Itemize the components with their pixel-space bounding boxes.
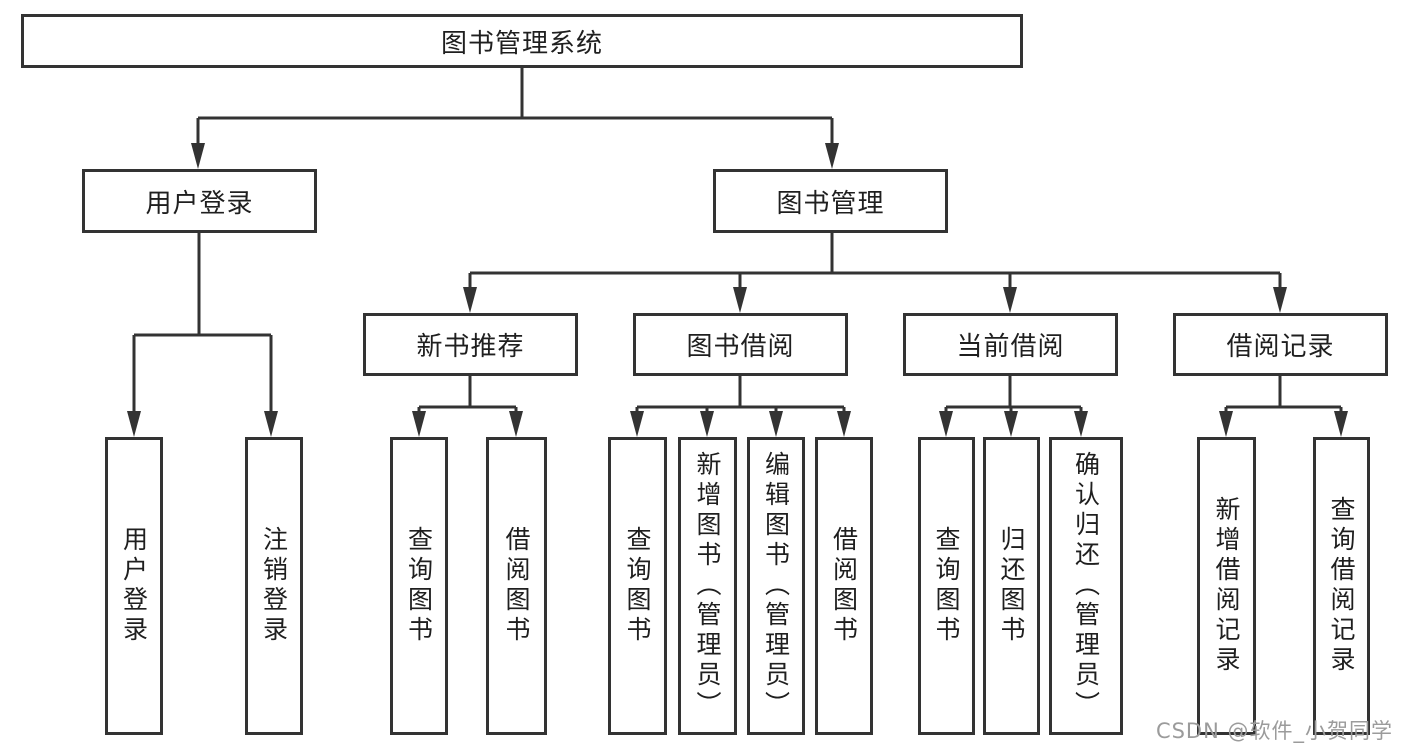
node-label: 图书借阅 [686,332,795,362]
node-new-book-recommendation: 新书推荐 [363,313,578,376]
node-label: 借阅图书 [829,526,859,646]
leaf-borrow-books-recommend: 借阅图书 [486,437,547,735]
node-label: 新增图书（管理员） [693,451,722,721]
node-label: 图书管理系统 [440,28,603,59]
connector-current-to-leaves [939,376,1088,437]
node-label: 查询图书 [623,526,652,646]
leaf-add-borrow-record: 新增借阅记录 [1197,437,1256,735]
node-label: 编辑图书（管理员） [761,451,791,721]
csdn-watermark: CSDN @软件_小贺同学 [1155,719,1393,743]
node-book-management: 图书管理 [713,169,948,233]
node-label: 注销登录 [259,526,289,646]
connector-login-to-leaves [127,233,278,437]
node-user-login: 用户登录 [82,169,317,233]
node-label: 图书管理 [776,188,885,219]
leaf-query-books-recommend: 查询图书 [390,437,448,735]
leaf-user-login: 用户登录 [105,437,163,735]
node-label: 查询图书 [404,526,434,646]
node-label: 用户登录 [119,526,149,646]
leaf-query-books-current: 查询图书 [918,437,975,735]
node-book-borrowing: 图书借阅 [633,313,848,376]
node-label: 确认归还（管理员） [1071,451,1101,721]
connector-mgmt-to-level3 [463,233,1287,313]
node-library-management-system: 图书管理系统 [21,14,1023,68]
node-current-borrowing: 当前借阅 [903,313,1118,376]
node-label: 借阅图书 [502,526,531,646]
node-label: 新增借阅记录 [1212,496,1241,676]
leaf-return-books: 归还图书 [983,437,1040,735]
connector-borrowing-to-leaves [630,376,851,437]
connector-records-to-leaves [1219,376,1348,437]
leaf-borrow-books-borrowing: 借阅图书 [815,437,873,735]
leaf-add-books-admin: 新增图书（管理员） [678,437,737,735]
leaf-query-borrow-record: 查询借阅记录 [1313,437,1370,735]
node-borrowing-records: 借阅记录 [1173,313,1388,376]
node-label: 新书推荐 [416,332,525,362]
connector-root-to-level2 [191,68,839,169]
leaf-query-books-borrowing: 查询图书 [608,437,667,735]
node-label: 借阅记录 [1226,332,1335,362]
node-label: 用户登录 [145,188,254,219]
leaf-confirm-return-admin: 确认归还（管理员） [1049,437,1123,735]
leaf-edit-books-admin: 编辑图书（管理员） [747,437,805,735]
node-label: 当前借阅 [956,332,1065,362]
node-label: 查询借阅记录 [1327,496,1356,676]
connector-recommend-to-leaves [412,376,523,437]
node-label: 归还图书 [997,526,1026,646]
leaf-logout: 注销登录 [245,437,303,735]
node-label: 查询图书 [932,526,961,646]
